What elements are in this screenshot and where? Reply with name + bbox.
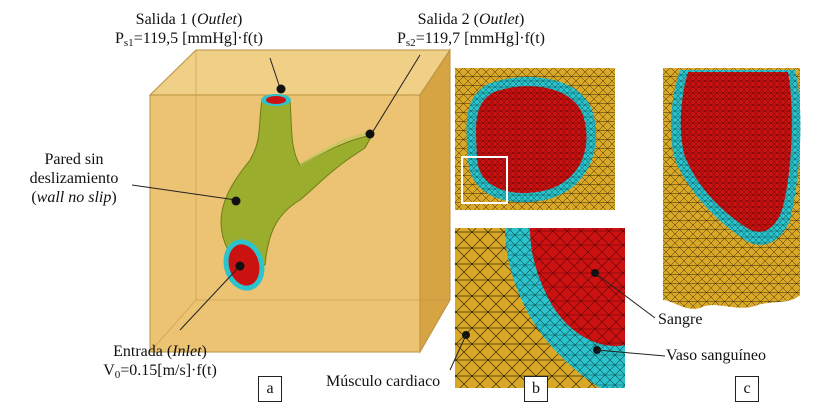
outlet1-marker	[276, 84, 286, 94]
blood-label: Sangre	[658, 311, 703, 328]
vessel-label: Vaso sanguíneo	[666, 347, 766, 364]
outlet1-label: Salida 1 (Outlet) Ps1=119,5 [mmHg]·f(t)	[115, 11, 263, 49]
panel-a-leaders	[131, 54, 421, 331]
panel-c-tag: c	[735, 376, 759, 402]
panel-a-tag: a	[258, 376, 282, 402]
inlet-label: Entrada (Inlet) V0=0.15[m/s]·f(t)	[103, 343, 217, 381]
wall-label: Pared sin deslizamiento (wall no slip)	[29, 151, 119, 206]
panel-b-zoom	[455, 228, 625, 388]
outlet2-label: Salida 2 (Outlet) Ps2=119,7 [mmHg]·f(t)	[397, 11, 545, 49]
panel-b-tag: b	[524, 376, 548, 402]
outlet2-marker	[365, 129, 375, 139]
panel-a-domain-box	[148, 48, 451, 354]
panel-b-leaders	[449, 272, 666, 371]
wall-marker	[231, 196, 241, 206]
inlet-marker	[235, 261, 245, 271]
panel-b-cross-section	[455, 68, 615, 210]
muscle-label: Músculo cardiaco	[326, 373, 441, 390]
panel-c-magnified	[663, 68, 801, 309]
